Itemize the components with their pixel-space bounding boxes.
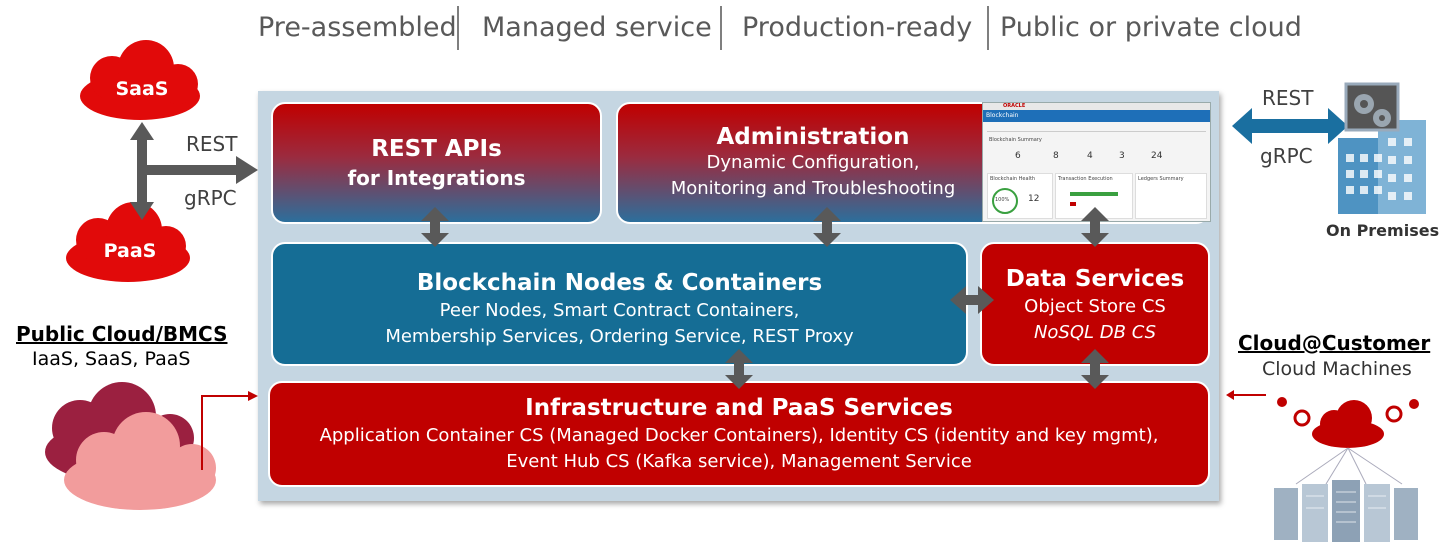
public-cloud-icon bbox=[45, 382, 258, 510]
administration-title: Administration bbox=[716, 124, 910, 150]
rest-label-right: REST bbox=[1262, 86, 1314, 110]
horizontal-double-arrow-icon bbox=[1232, 108, 1348, 144]
rest-label-left: REST bbox=[186, 132, 238, 156]
screenshot-health-count: 12 bbox=[1028, 194, 1040, 204]
building-icon bbox=[1338, 120, 1426, 214]
infrastructure-title: Infrastructure and PaaS Services bbox=[525, 395, 953, 421]
screenshot-tx-label: Transaction Execution bbox=[1058, 176, 1113, 182]
public-cloud-subtitle: IaaS, SaaS, PaaS bbox=[32, 348, 191, 370]
data-services-title: Data Services bbox=[1005, 266, 1185, 292]
tx-bar-icon bbox=[1070, 202, 1076, 206]
server-rack-icon bbox=[1274, 480, 1418, 542]
administration-line2: Monitoring and Troubleshooting bbox=[670, 178, 956, 199]
blockchain-nodes-line2: Membership Services, Ordering Service, R… bbox=[385, 326, 854, 347]
vertical-double-arrow-icon bbox=[1081, 349, 1109, 389]
vertical-double-arrow-icon bbox=[725, 349, 753, 389]
paas-cloud-icon bbox=[66, 202, 190, 282]
header-divider bbox=[457, 6, 459, 50]
grpc-label-left: gRPC bbox=[184, 186, 237, 210]
header-item-production: Production-ready bbox=[742, 12, 973, 43]
header-item-cloud: Public or private cloud bbox=[1000, 12, 1302, 43]
rest-apis-box: REST APIs for Integrations bbox=[271, 102, 602, 224]
gear-icon bbox=[1344, 82, 1400, 132]
header-divider bbox=[720, 6, 722, 50]
screenshot-health-pct: 100% bbox=[995, 197, 1010, 203]
tx-bar-icon bbox=[1070, 192, 1118, 196]
cloud-icon bbox=[1312, 400, 1384, 448]
blockchain-nodes-title: Blockchain Nodes & Containers bbox=[416, 270, 823, 296]
screenshot-health-panel: Blockchain Health 100% 12 bbox=[987, 173, 1053, 219]
saas-label: SaaS bbox=[115, 78, 169, 100]
header-divider bbox=[987, 6, 989, 50]
rest-apis-title: REST APIs bbox=[371, 136, 502, 162]
cloud-at-customer-title: Cloud@Customer bbox=[1238, 331, 1431, 355]
administration-line1: Dynamic Configuration, bbox=[706, 152, 920, 173]
rest-apis-subtitle: for Integrations bbox=[347, 166, 526, 190]
screenshot-tabs bbox=[987, 125, 1206, 132]
horizontal-double-arrow-icon bbox=[950, 286, 994, 314]
screenshot-ledgers-panel: Ledgers Summary bbox=[1135, 173, 1207, 219]
left-connector-graphic bbox=[66, 40, 258, 282]
data-services-box: Data Services Object Store CS NoSQL DB C… bbox=[980, 242, 1210, 366]
infrastructure-line1: Application Container CS (Managed Docker… bbox=[319, 425, 1159, 446]
screenshot-app-title: Blockchain bbox=[983, 110, 1210, 122]
data-services-line1: Object Store CS bbox=[1024, 296, 1166, 317]
screenshot-stat: 3 bbox=[1119, 151, 1125, 161]
cloud-at-customer-graphic bbox=[1226, 390, 1419, 542]
screenshot-summary-label: Blockchain Summary bbox=[989, 137, 1042, 143]
on-premises-label: On Premises bbox=[1326, 221, 1440, 240]
public-cloud-title: Public Cloud/BMCS bbox=[16, 322, 228, 346]
vertical-double-arrow-icon bbox=[130, 122, 258, 220]
health-ring-icon bbox=[992, 188, 1018, 214]
header-item-managed: Managed service bbox=[482, 12, 712, 43]
paas-label: PaaS bbox=[103, 240, 157, 262]
infrastructure-line2: Event Hub CS (Kafka service), Management… bbox=[506, 451, 972, 472]
screenshot-health-label: Blockchain Health bbox=[990, 176, 1036, 182]
data-services-line2: NoSQL DB CS bbox=[1033, 322, 1157, 343]
screenshot-stat: 4 bbox=[1087, 151, 1093, 161]
screenshot-topbar: ORACLE bbox=[983, 103, 1210, 110]
grpc-label-right: gRPC bbox=[1260, 144, 1313, 168]
screenshot-stat: 8 bbox=[1053, 151, 1059, 161]
vertical-double-arrow-icon bbox=[421, 207, 449, 247]
cloud-at-customer-subtitle: Cloud Machines bbox=[1262, 358, 1412, 380]
panel-connectors bbox=[421, 207, 1109, 389]
blockchain-nodes-line1: Peer Nodes, Smart Contract Containers, bbox=[439, 300, 800, 321]
screenshot-stat: 6 bbox=[1015, 151, 1021, 161]
screenshot-brand: ORACLE bbox=[1003, 103, 1026, 109]
on-premises-graphic bbox=[1232, 82, 1426, 214]
header-item-preassembled: Pre-assembled bbox=[258, 12, 457, 43]
vertical-double-arrow-icon bbox=[1081, 207, 1109, 247]
screenshot-stat: 24 bbox=[1151, 151, 1163, 161]
gear-icon bbox=[1293, 405, 1403, 427]
vertical-double-arrow-icon bbox=[813, 207, 841, 247]
blockchain-nodes-box: Blockchain Nodes & Containers Peer Nodes… bbox=[271, 242, 968, 366]
screenshot-ledgers-label: Ledgers Summary bbox=[1138, 176, 1184, 182]
infrastructure-box: Infrastructure and PaaS Services Applica… bbox=[268, 381, 1210, 487]
saas-cloud-icon bbox=[80, 40, 200, 120]
